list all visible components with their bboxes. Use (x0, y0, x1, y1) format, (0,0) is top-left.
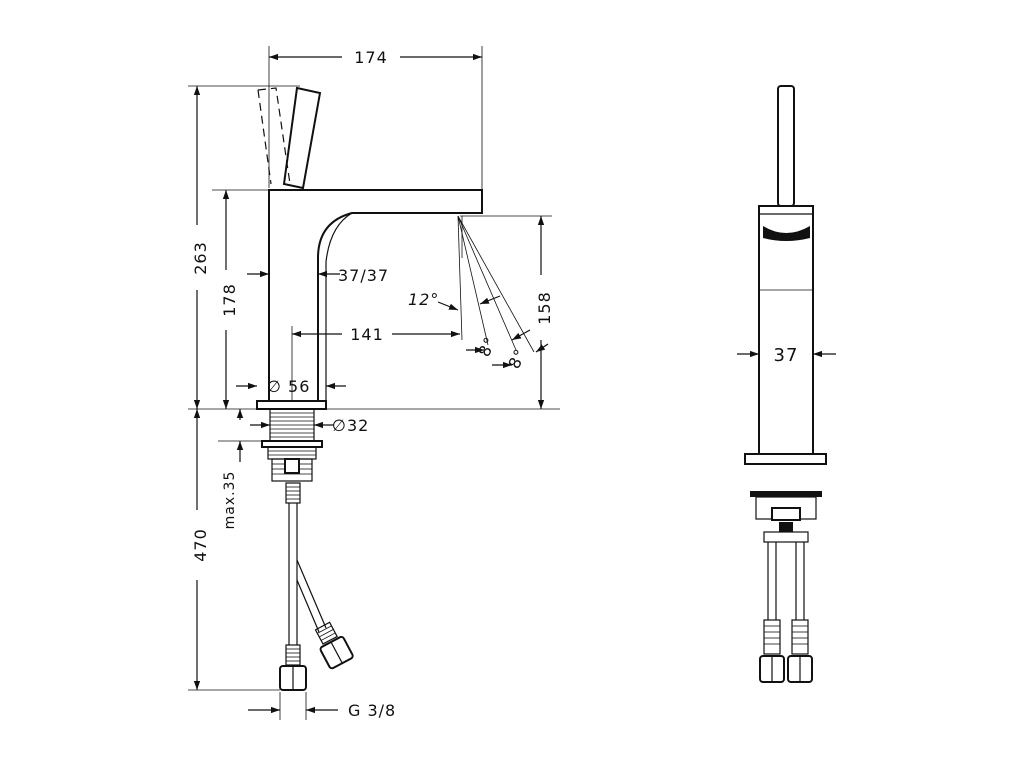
dim-angle-handle: 12° (408, 290, 439, 309)
faucet-body (268, 189, 483, 402)
dim-drain-diameter: ∅32 (332, 416, 369, 435)
supply-hoses (279, 482, 354, 691)
side-view-faucet (188, 46, 560, 691)
dim-angle-flow-1: 8° (474, 333, 500, 359)
front-body (758, 205, 814, 455)
dim-reach: 141 (350, 325, 384, 344)
dim-spout-section: 37/37 (338, 266, 389, 285)
dim-side-width: 37 (774, 345, 799, 366)
front-base (744, 453, 827, 465)
dim-base-diameter: ∅ 56 (267, 377, 310, 396)
dim-hose-length: 470 (191, 528, 210, 562)
front-view-faucet (737, 85, 836, 683)
handle-lever (282, 86, 322, 190)
water-jets (457, 215, 535, 353)
dim-angle-flow-2: 8° (504, 345, 530, 371)
base-plate (256, 400, 327, 410)
dim-flow-height: 158 (535, 291, 554, 325)
dim-connection: G 3/8 (348, 701, 396, 720)
dim-width-top: 174 (354, 48, 388, 67)
dim-height-spout: 178 (220, 283, 239, 317)
dim-height-total: 263 (191, 241, 210, 275)
front-lever (777, 85, 795, 207)
dim-max-thickness: max.35 (222, 471, 238, 530)
